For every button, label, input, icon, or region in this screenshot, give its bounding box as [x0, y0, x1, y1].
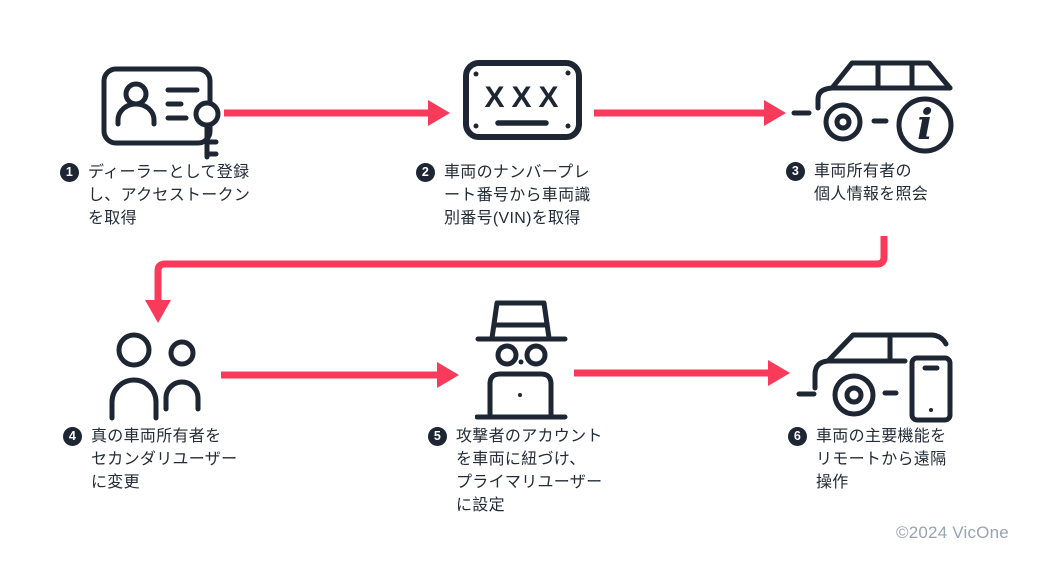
step-2-label: 車両のナンバープレ ート番号から車両識 別番号(VIN)を取得 [444, 164, 591, 227]
car-phone-icon [796, 332, 953, 423]
step-1-label: ディーラーとして登録 し、アクセストークン を取得 [88, 164, 251, 227]
step-3-caption: 3 車両所有者の 個人情報を照会 [786, 160, 928, 206]
step-2-number-badge: 2 [416, 163, 435, 182]
two-users-icon [109, 332, 201, 421]
id-card-key-icon [101, 66, 221, 160]
arrow-step2-to-step3 [594, 100, 786, 126]
step-4-label: 真の車両所有者を セカンダリユーザー に変更 [91, 428, 238, 491]
step-5-number-badge: 5 [428, 427, 447, 446]
copyright-text: ©2024 VicOne [896, 523, 1009, 542]
hacker-laptop-icon [475, 300, 568, 420]
arrow-step5-to-step6 [574, 360, 790, 386]
step-5-caption: 5 攻撃者のアカウント を車両に紐づけ、 プライマリユーザー に設定 [428, 425, 603, 517]
step-6-label: 車両の主要機能を リモートから遠隔 操作 [816, 428, 947, 491]
step-1-number-badge: 1 [60, 163, 79, 182]
arrow-step4-to-step5 [221, 362, 459, 388]
step-6-number-badge: 6 [788, 427, 807, 446]
plate-text: XXX [484, 81, 565, 114]
step-4-number-badge: 4 [63, 427, 82, 446]
info-symbol: i [917, 100, 933, 149]
step-3-label: 車両所有者の 個人情報を照会 [814, 163, 929, 203]
step-1-caption: 1 ディーラーとして登録 し、アクセストークン を取得 [60, 161, 250, 230]
car-info-icon: i [791, 60, 954, 154]
step-3-number-badge: 3 [786, 162, 805, 181]
step-2-caption: 2 車両のナンバープレ ート番号から車両識 別番号(VIN)を取得 [416, 161, 591, 230]
step-4-caption: 4 真の車両所有者を セカンダリユーザー に変更 [63, 425, 237, 494]
license-plate-icon: XXX [463, 60, 582, 140]
step-5-label: 攻撃者のアカウント を車両に紐づけ、 プライマリユーザー に設定 [456, 428, 603, 514]
step-6-caption: 6 車両の主要機能を リモートから遠隔 操作 [788, 425, 946, 494]
arrow-step1-to-step2 [224, 100, 450, 126]
